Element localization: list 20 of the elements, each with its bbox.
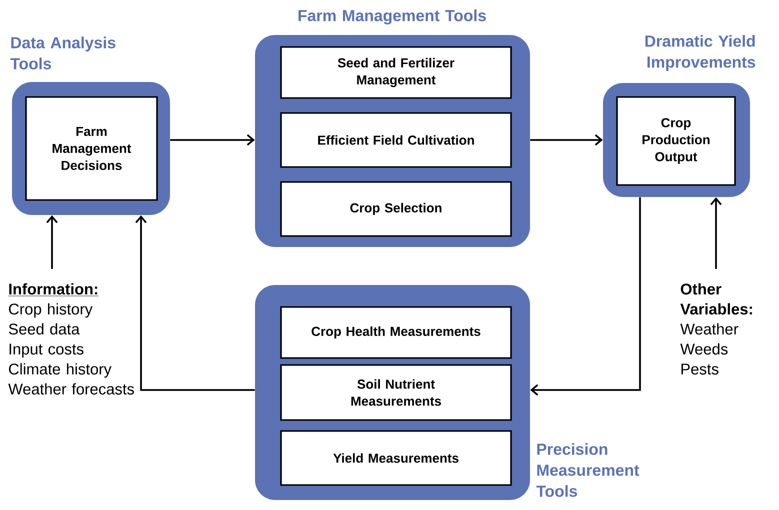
arrow (46, 215, 58, 269)
arrow (135, 215, 255, 391)
arrow (170, 134, 255, 146)
info-list: Information: Crop history Seed data Input costs Climate history Weather forecasts (8, 283, 134, 395)
group-heading: Farm Management Tools (298, 10, 486, 24)
process-box: Yield Measurements (280, 430, 512, 486)
arrow (530, 197, 641, 396)
process-box: Crop Production Output (616, 96, 736, 186)
process-box: Crop Health Measurements (280, 306, 512, 359)
process-box: Farm Management Decisions (25, 96, 158, 201)
process-box: Crop Selection (280, 181, 512, 237)
info-list: Other Variables: Weather Weeds Pests (680, 283, 752, 375)
group-heading: Data Analysis Tools (10, 36, 116, 70)
process-box: Seed and Fertilizer Management (280, 46, 512, 99)
process-box: Soil Nutrient Measurements (280, 364, 512, 421)
group-heading: Dramatic Yield Improvements (645, 35, 756, 71)
arrow (530, 134, 603, 146)
group-heading: Precision Measurement Tools (536, 443, 640, 497)
process-box: Efficient Field Cultivation (280, 112, 512, 168)
arrow (710, 197, 722, 269)
